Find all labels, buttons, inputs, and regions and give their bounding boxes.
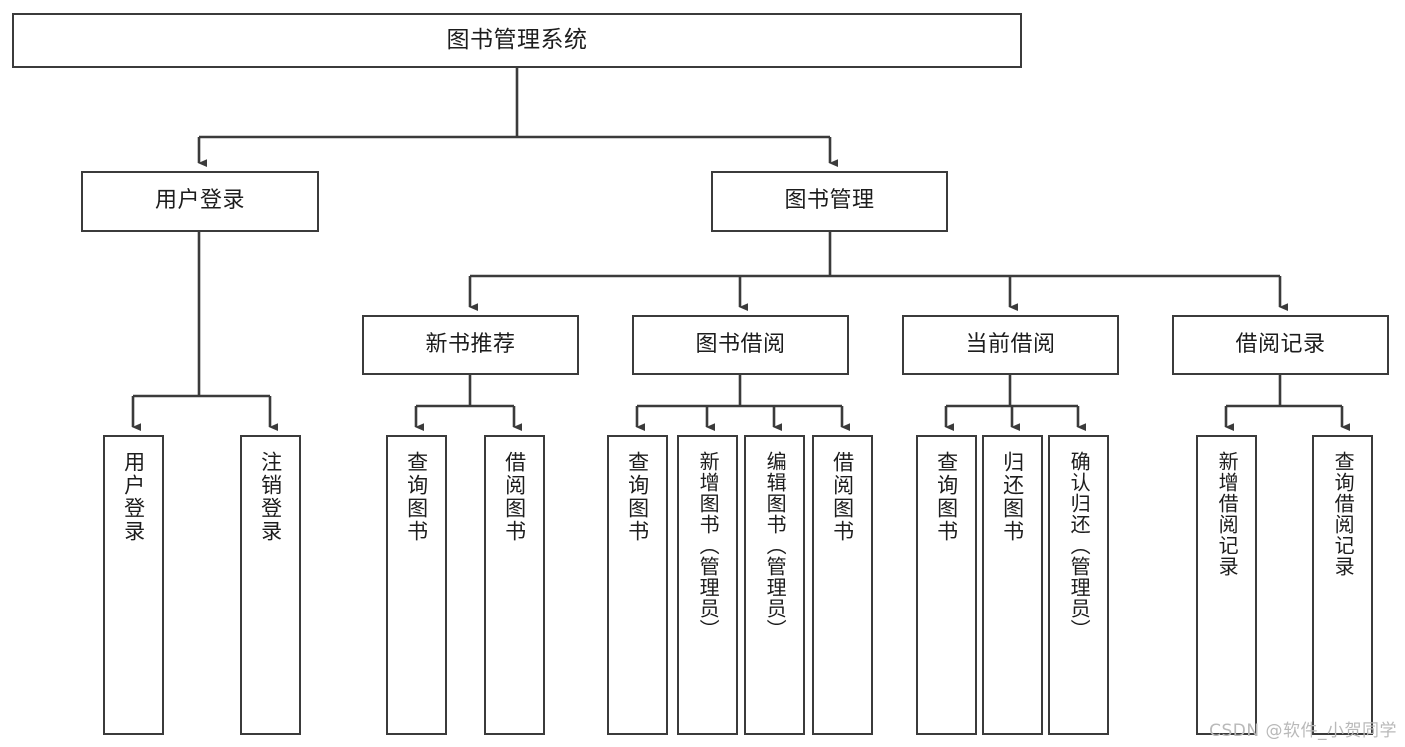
leaf-query-book-recommend[interactable]: 查询图书	[386, 435, 447, 735]
node-label: 借阅记录	[1235, 331, 1326, 357]
node-label: 借阅图书	[502, 451, 527, 543]
csdn-watermark: CSDN @软件_小贺同学	[1209, 721, 1397, 741]
node-label: 新书推荐	[425, 331, 516, 357]
node-label: 查询图书	[934, 451, 959, 543]
node-user-login[interactable]: 用户登录	[81, 171, 319, 232]
node-current-borrowing[interactable]: 当前借阅	[902, 315, 1119, 375]
node-label: 图书管理	[784, 188, 875, 214]
node-book-borrowing[interactable]: 图书借阅	[632, 315, 849, 375]
node-book-management[interactable]: 图书管理	[711, 171, 948, 232]
node-label: 用户登录	[121, 451, 146, 543]
leaf-add-borrowing-record[interactable]: 新增借阅记录	[1196, 435, 1257, 735]
node-label: 图书管理系统	[446, 26, 588, 53]
leaf-logout-login[interactable]: 注销登录	[240, 435, 301, 735]
node-borrowing-record[interactable]: 借阅记录	[1172, 315, 1389, 375]
leaf-add-book-admin[interactable]: 新增图书（管理员）	[677, 435, 738, 735]
node-label: 用户登录	[154, 188, 245, 214]
leaf-query-book-current[interactable]: 查询图书	[916, 435, 977, 735]
node-label: 新增图书（管理员）	[696, 451, 721, 640]
node-label: 图书借阅	[695, 331, 786, 357]
node-label: 新增借阅记录	[1215, 451, 1240, 577]
leaf-borrow-book-recommend[interactable]: 借阅图书	[484, 435, 545, 735]
node-label: 当前借阅	[965, 331, 1056, 357]
node-label: 查询图书	[404, 451, 429, 543]
node-label: 确认归还（管理员）	[1067, 451, 1092, 640]
leaf-query-borrowing-record[interactable]: 查询借阅记录	[1312, 435, 1373, 735]
node-root-book-management-system[interactable]: 图书管理系统	[12, 13, 1022, 68]
node-label: 查询借阅记录	[1331, 451, 1356, 577]
node-label: 借阅图书	[830, 451, 855, 543]
leaf-confirm-return-admin[interactable]: 确认归还（管理员）	[1048, 435, 1109, 735]
node-new-book-recommendation[interactable]: 新书推荐	[362, 315, 579, 375]
node-label: 查询图书	[625, 451, 650, 543]
leaf-return-book[interactable]: 归还图书	[982, 435, 1043, 735]
leaf-query-book-borrowing[interactable]: 查询图书	[607, 435, 668, 735]
leaf-borrow-book[interactable]: 借阅图书	[812, 435, 873, 735]
node-label: 注销登录	[258, 451, 283, 543]
leaf-user-login[interactable]: 用户登录	[103, 435, 164, 735]
leaf-edit-book-admin[interactable]: 编辑图书（管理员）	[744, 435, 805, 735]
node-label: 编辑图书（管理员）	[763, 451, 788, 640]
node-label: 归还图书	[1000, 451, 1025, 543]
